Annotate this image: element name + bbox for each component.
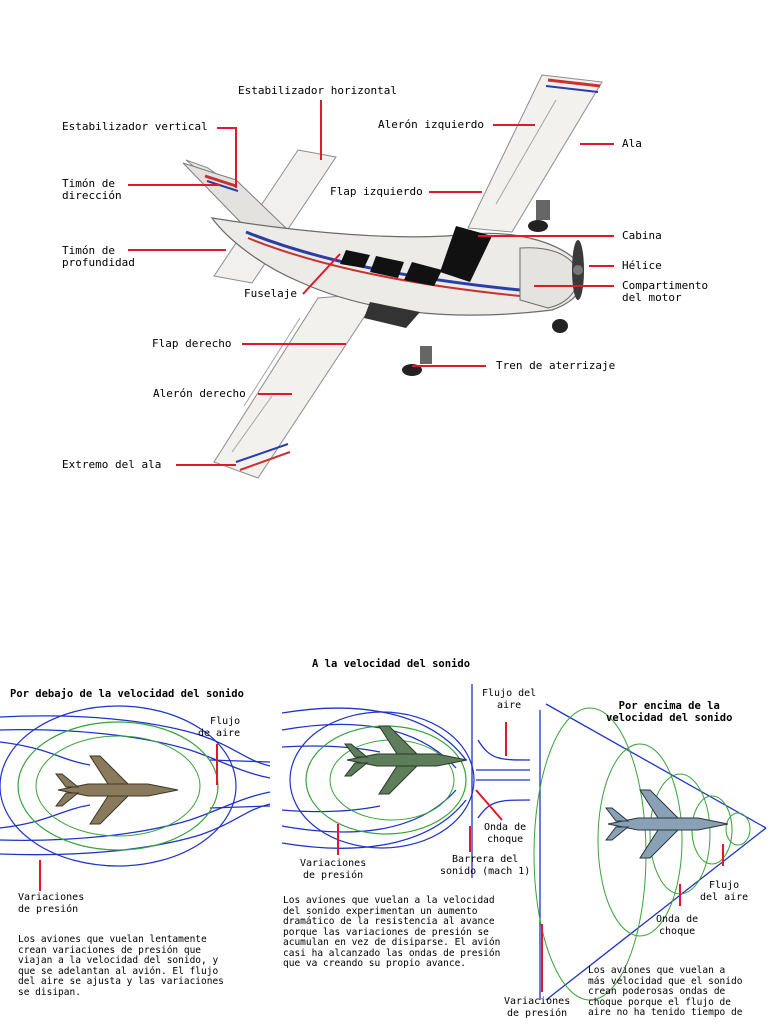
panel-title-subsonic: Por debajo de la velocidad del sonido — [10, 688, 244, 700]
label-flujo-del-aire-supersonic: Flujo del aire — [700, 880, 749, 903]
label-timon-profundidad: Timón de profundidad — [62, 244, 135, 269]
jet-fighter-icon — [55, 755, 179, 825]
sonic-airflow-lines — [281, 684, 531, 878]
label-fuselaje: Fuselaje — [244, 287, 297, 300]
paragraph-subsonic: Los aviones que vuelan lentamente crean … — [18, 934, 224, 998]
panel-title-sonic: A la velocidad del sonido — [312, 658, 471, 670]
paragraph-supersonic: Los aviones que vuelan a más velocidad q… — [588, 965, 743, 1018]
jet-fighter-icon — [344, 725, 468, 795]
label-variaciones-presion-sonic: Variaciones de presión — [300, 858, 367, 881]
paragraph-sonic: Los aviones que vuelan a la velocidad de… — [283, 895, 501, 969]
label-flujo-del-aire-sonic: Flujo del aire — [482, 688, 537, 711]
label-compartimento-motor: Compartimento del motor — [622, 279, 709, 304]
supersonic-shockwave-cone — [539, 703, 767, 1001]
label-variaciones-presion-supersonic: Variaciones de presión — [504, 996, 571, 1019]
label-aleron-derecho: Alerón derecho — [153, 387, 246, 400]
label-estabilizador-horizontal: Estabilizador horizontal — [238, 84, 397, 97]
label-variaciones-presion-subsonic: Variaciones de presión — [18, 892, 85, 915]
label-estabilizador-vertical: Estabilizador vertical — [62, 120, 208, 133]
label-flap-derecho: Flap derecho — [152, 337, 232, 350]
label-tren-aterrizaje: Tren de aterrizaje — [496, 359, 616, 372]
label-cabina: Cabina — [622, 229, 662, 242]
label-helice: Hélice — [622, 259, 662, 272]
panel-title-supersonic: Por encima de la velocidad del sonido — [606, 700, 733, 724]
label-timon-direccion: Timón de dirección — [62, 177, 122, 202]
label-barrera-del-sonido: Barrera del sonido (mach 1) — [440, 854, 531, 877]
label-extremo-ala: Extremo del ala — [62, 458, 162, 471]
subsonic-airflow-lines — [0, 715, 271, 856]
label-onda-de-choque-supersonic: Onda de choque — [656, 914, 699, 937]
label-aleron-izquierdo: Alerón izquierdo — [378, 118, 484, 131]
label-ala: Ala — [622, 137, 642, 150]
label-flujo-de-aire: Flujo de aire — [198, 716, 241, 739]
label-onda-de-choque-sonic: Onda de choque — [484, 822, 527, 845]
label-flap-izquierdo: Flap izquierdo — [330, 185, 423, 198]
